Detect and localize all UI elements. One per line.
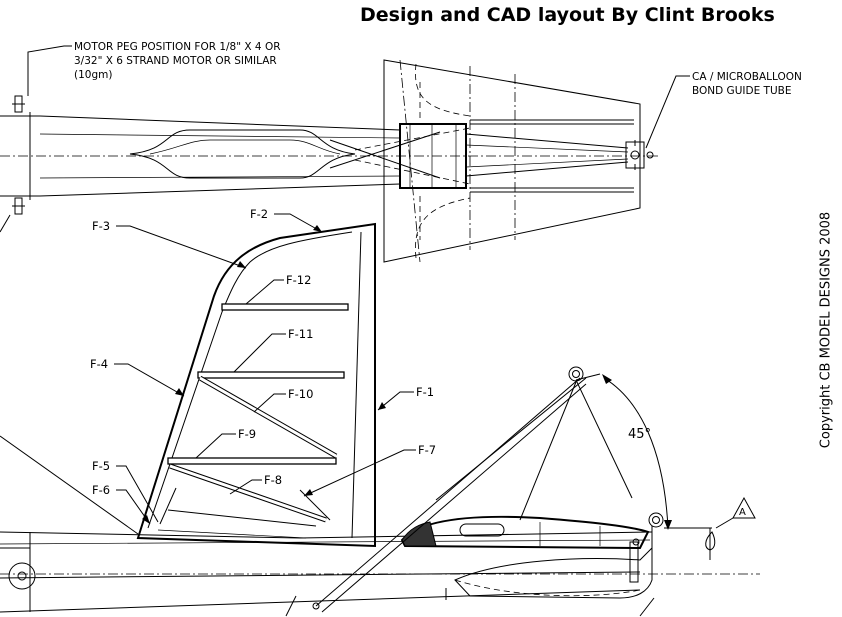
motor-peg-note-line3: (10gm)	[74, 69, 112, 81]
label-f9: F-9	[238, 427, 256, 441]
stabilizer-top-view	[383, 59, 690, 263]
notes: MOTOR PEG POSITION FOR 1/8" X 4 OR 3/32"…	[74, 41, 802, 97]
section-marker: A	[705, 496, 756, 560]
rib-f9	[167, 457, 337, 465]
label-f4: F-4	[90, 357, 108, 371]
rib-f12	[221, 303, 349, 311]
section-marker-triangle	[732, 496, 756, 519]
motor-stick-fairing	[454, 546, 653, 599]
prop-bearing	[8, 562, 36, 590]
part-labels: F-2 F-3 F-12 F-11 F-4 F-1 F-10 F-9 F-7 F…	[0, 207, 436, 535]
angle-dimension: 45°	[575, 373, 712, 530]
angle-arc	[603, 377, 669, 529]
motor-peg-note-line2: 3/32" X 6 STRAND MOTOR OR SIMILAR	[74, 55, 277, 67]
rib-f11	[197, 371, 345, 379]
label-f7: F-7	[418, 443, 436, 457]
label-f3: F-3	[92, 219, 110, 233]
label-f6: F-6	[92, 483, 110, 497]
drawing-title: Design and CAD layout By Clint Brooks	[360, 4, 775, 26]
pylon-box	[399, 123, 467, 189]
bond-tube-note-line2: BOND GUIDE TUBE	[692, 85, 791, 97]
angle-label: 45°	[628, 427, 651, 442]
label-f10: F-10	[288, 387, 313, 401]
label-f8: F-8	[264, 473, 282, 487]
label-f12: F-12	[286, 273, 311, 287]
fuselage-top-view	[0, 45, 660, 233]
label-f5: F-5	[92, 459, 110, 473]
fuselage-side-view	[0, 366, 760, 617]
label-f2: F-2	[250, 207, 268, 221]
label-f1: F-1	[416, 385, 434, 399]
motor-peg-note-line1: MOTOR PEG POSITION FOR 1/8" X 4 OR	[74, 41, 281, 53]
bond-tube-note-line1: CA / MICROBALLOON	[692, 71, 802, 83]
fuselage-cutout	[129, 129, 356, 179]
label-f11: F-11	[288, 327, 313, 341]
tail-hook-eye	[648, 512, 664, 528]
section-marker-label: A	[739, 507, 746, 518]
fin-side-view	[136, 222, 376, 548]
